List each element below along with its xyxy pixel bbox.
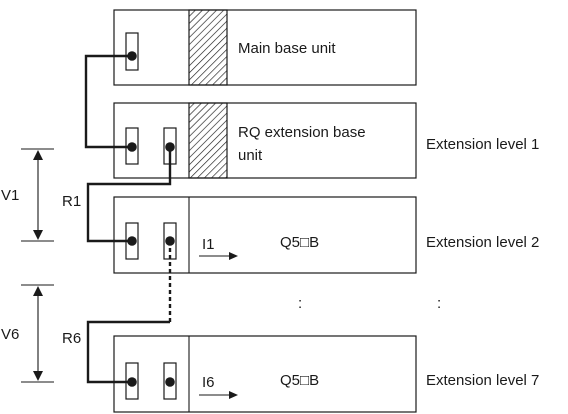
voltage-drop-v6-dimension <box>21 284 54 383</box>
q5b-unit-level-2: I1 Q5□B Extension level 2 <box>113 196 539 274</box>
connector-dot <box>165 377 175 387</box>
cable-main-to-level1 <box>84 54 132 149</box>
ellipsis-right: : <box>437 295 441 312</box>
rq-extension-label-line2: unit <box>238 147 263 164</box>
rq-extension-hatched-area <box>188 102 228 179</box>
connector-dot <box>127 51 137 61</box>
current-i1-label: I1 <box>202 236 215 253</box>
cable-r1-label: R1 <box>62 193 81 210</box>
ellipsis-center: : <box>298 295 302 312</box>
current-i1-arrowhead <box>229 252 238 260</box>
connector-dot <box>127 142 137 152</box>
q5b-unit-level-7: I6 Q5□B Extension level 7 <box>113 335 539 413</box>
q5b-level7-label: Q5□B <box>280 372 319 389</box>
extension-level-2-label: Extension level 2 <box>426 234 539 251</box>
voltage-drop-v1-label: V1 <box>1 187 19 204</box>
connector-dot <box>165 236 175 246</box>
connector-dot <box>127 236 137 246</box>
connector-dot <box>165 142 175 152</box>
q5b-level2-label: Q5□B <box>280 234 319 251</box>
cable-r1 <box>86 147 172 243</box>
voltage-drop-v1-dimension <box>21 148 54 242</box>
connector-dot <box>127 377 137 387</box>
current-i6-label: I6 <box>202 374 215 391</box>
extension-level-1-label: Extension level 1 <box>426 136 539 153</box>
main-base-unit-label: Main base unit <box>238 40 336 57</box>
voltage-drop-v6-label: V6 <box>1 326 19 343</box>
cable-r6-label: R6 <box>62 330 81 347</box>
rq-extension-base-unit: RQ extension base unit Extension level 1 <box>113 102 539 179</box>
rq-extension-label-line1: RQ extension base <box>238 124 366 141</box>
current-i6-arrowhead <box>229 391 238 399</box>
main-base-hatched-area <box>188 9 228 86</box>
cable-r6 <box>86 320 170 384</box>
extension-level-7-label: Extension level 7 <box>426 372 539 389</box>
main-base-unit: Main base unit <box>113 9 417 86</box>
